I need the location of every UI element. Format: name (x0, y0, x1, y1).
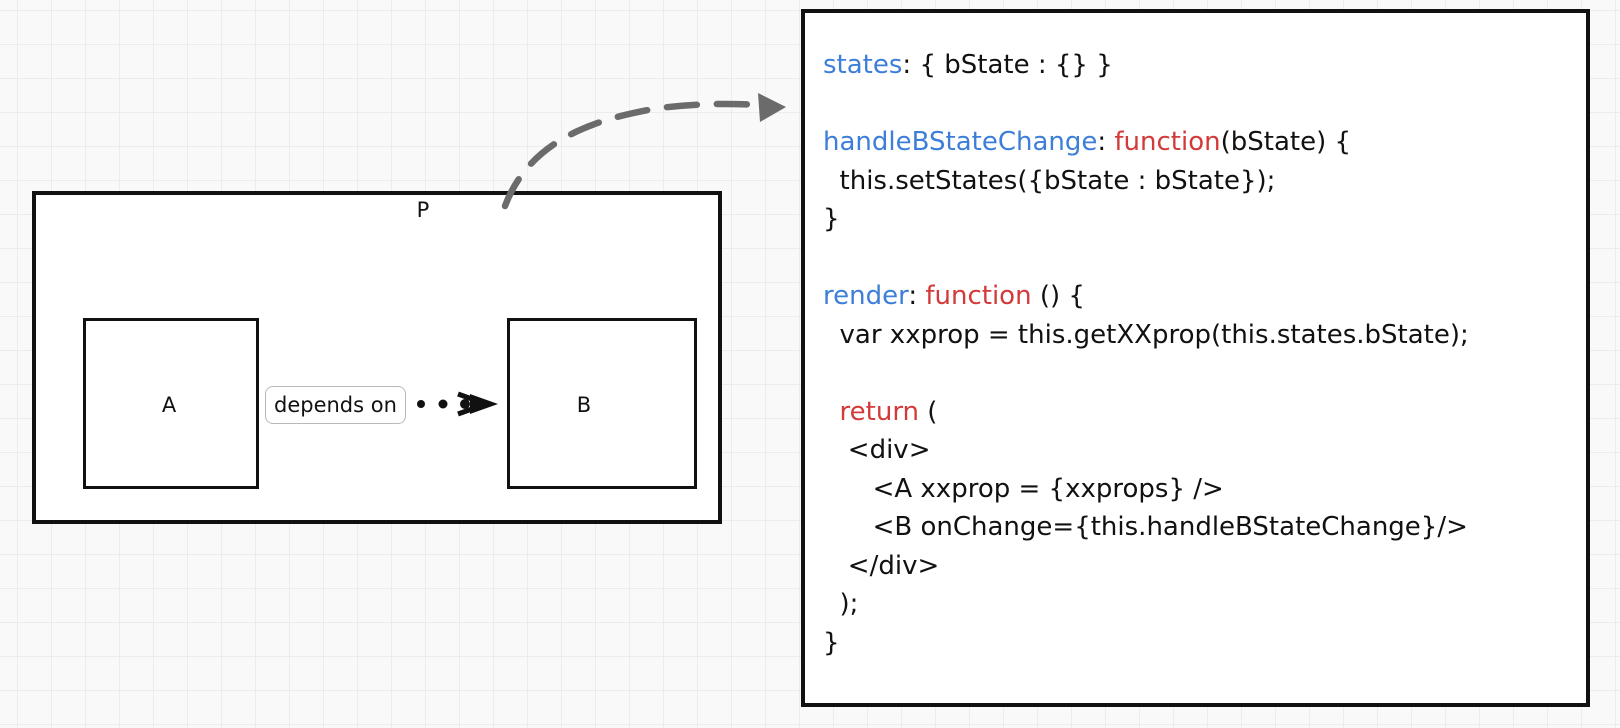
code-identifier: render (823, 281, 909, 311)
code-text: ); (823, 589, 859, 619)
code-text: : (1097, 127, 1115, 157)
code-line: handleBStateChange: function(bState) { (823, 129, 1351, 155)
code-line: var xxprop = this.getXXprop(this.states.… (823, 322, 1469, 348)
code-text: : (908, 281, 926, 311)
code-line: ); (823, 589, 859, 619)
code-line: return ( (823, 396, 938, 427)
code-line: <div> (823, 435, 931, 465)
component-p-label: P (416, 198, 430, 222)
code-line: </div> (823, 553, 939, 579)
code-text: <div> (823, 435, 931, 465)
code-text: this.setStates({bState : bState}); (823, 165, 1276, 196)
component-b-box (507, 318, 697, 489)
code-line: this.setStates({bState : bState}); (823, 165, 1276, 196)
code-text (823, 397, 840, 427)
code-keyword: function (925, 281, 1032, 311)
code-line: <B onChange={this.handleBStateChange}/> (823, 514, 1468, 540)
code-reference-arrow (501, 93, 786, 210)
code-text: ( (919, 396, 938, 427)
code-keyword: return (839, 396, 920, 427)
component-b-label: B (576, 393, 592, 417)
code-text: : { bState : {} } (902, 50, 1113, 80)
component-a-label: A (161, 393, 177, 417)
code-text: () { (1031, 281, 1085, 311)
code-line: <A xxprop = {xxprops} /> (823, 476, 1224, 502)
code-line: states: { bState : {} } (823, 52, 1113, 78)
code-line: } (823, 630, 840, 656)
code-line: render: function () { (823, 283, 1085, 309)
code-panel: states: { bState : {} } handleBStateChang… (801, 9, 1590, 707)
code-text: } (823, 627, 840, 658)
code-text: <B onChange={this.handleBStateChange}/> (823, 512, 1468, 542)
depends-on-label: depends on (265, 386, 406, 424)
component-a-box (83, 318, 259, 489)
code-text: (bState) { (1220, 127, 1352, 157)
code-identifier: states (823, 50, 903, 80)
code-text: <A xxprop = {xxprops} /> (823, 473, 1224, 504)
code-identifier: handleBStateChange (823, 127, 1098, 157)
code-text: } (823, 204, 840, 234)
code-text: </div> (823, 550, 940, 581)
depends-on-arrow (417, 391, 498, 417)
code-keyword: function (1114, 127, 1221, 157)
code-text: var xxprop = this.getXXprop(this.states.… (823, 319, 1469, 350)
code-line: } (823, 206, 840, 232)
